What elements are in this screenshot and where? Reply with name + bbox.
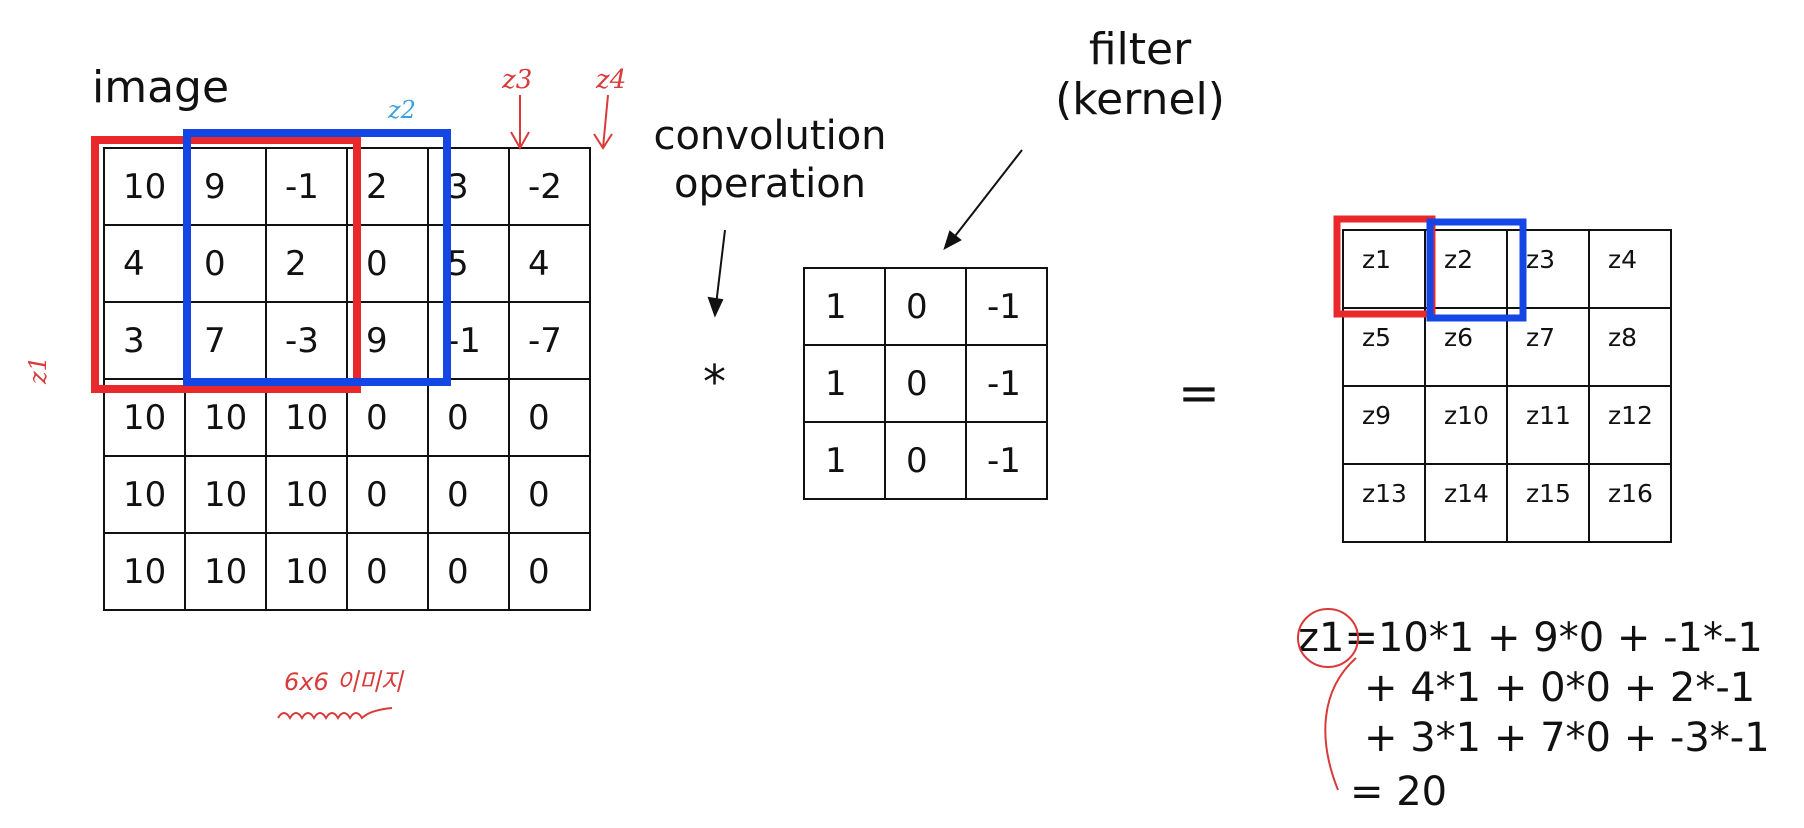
z4-pointer-arrow: [593, 94, 613, 150]
image-cell: -7: [508, 301, 591, 380]
equation-line-3: + 3*1 + 7*0 + -3*-1: [1364, 715, 1770, 761]
output-cell: z13: [1342, 463, 1426, 543]
z3-pointer-arrow: [510, 95, 530, 151]
z1-side-annotation: z1: [24, 356, 52, 385]
output-cell: z11: [1506, 385, 1590, 465]
equation-line-1-terms: =10*1 + 9*0 + -1*-1: [1344, 615, 1763, 661]
image-cell: 0: [427, 455, 510, 534]
output-cell: z14: [1424, 463, 1508, 543]
image-cell: -1: [427, 301, 510, 380]
image-cell: 9: [184, 147, 267, 226]
output-cell: z2: [1424, 229, 1508, 309]
image-cell: 0: [427, 378, 510, 457]
image-cell: 0: [346, 378, 429, 457]
image-cell: -1: [265, 147, 348, 226]
image-cell: 0: [508, 532, 591, 611]
output-cell: z9: [1342, 385, 1426, 465]
z4-annotation: z4: [595, 65, 626, 95]
kernel-cell: -1: [965, 344, 1048, 423]
output-cell: z8: [1588, 307, 1672, 387]
image-cell: 0: [508, 455, 591, 534]
image-cell: 10: [184, 378, 267, 457]
output-cell: z10: [1424, 385, 1508, 465]
image-window-z1-highlight: [91, 136, 361, 393]
image-cell: 10: [265, 532, 348, 611]
z2-annotation: z2: [387, 96, 416, 124]
convolution-label-line1: convolution: [653, 113, 887, 159]
equation-result-variable: z1: [1298, 615, 1345, 661]
image-cell: 5: [427, 224, 510, 303]
output-cell: z5: [1342, 307, 1426, 387]
output-cell: z4: [1588, 229, 1672, 309]
size-note-annotation: 6x6 이미지: [284, 668, 405, 696]
image-cell: 0: [508, 378, 591, 457]
image-cell: 0: [346, 455, 429, 534]
image-cell: -2: [508, 147, 591, 226]
image-window-z2-highlight: [183, 129, 451, 386]
convolution-arrow: [707, 229, 726, 318]
z3-annotation: z3: [501, 65, 532, 95]
output-cell: z1: [1342, 229, 1426, 309]
equation-line-4: = 20: [1350, 769, 1448, 815]
image-cell: 10: [103, 147, 186, 226]
equation-z1-circle: [1297, 608, 1359, 668]
kernel-cell: 1: [803, 344, 886, 423]
image-cell: 0: [427, 532, 510, 611]
equation-line-2: + 4*1 + 0*0 + 2*-1: [1364, 665, 1756, 711]
convolution-operator: *: [703, 355, 726, 409]
image-cell: 0: [346, 532, 429, 611]
kernel-cell: -1: [965, 267, 1048, 346]
image-cell: 2: [265, 224, 348, 303]
image-label: image: [92, 62, 230, 113]
equation-bracket-curve: [1324, 657, 1357, 791]
filter-label: filter (kernel): [1030, 28, 1250, 122]
kernel-cell: 0: [884, 421, 967, 500]
image-cell: 10: [103, 532, 186, 611]
size-note-underline: [277, 707, 393, 720]
output-z1-highlight: [1333, 215, 1436, 318]
kernel-cell: 1: [803, 421, 886, 500]
filter-label-line2: (kernel): [1055, 74, 1225, 125]
kernel-cell: 0: [884, 344, 967, 423]
equals-sign: =: [1178, 364, 1220, 422]
image-cell: 10: [184, 455, 267, 534]
image-cell: 0: [184, 224, 267, 303]
equation-line-1: z1=10*1 + 9*0 + -1*-1: [1298, 614, 1763, 662]
image-cell: 10: [184, 532, 267, 611]
kernel-cell: 0: [884, 267, 967, 346]
image-cell: 10: [103, 455, 186, 534]
filter-label-line1: filter: [1088, 24, 1192, 75]
output-cell: z12: [1588, 385, 1672, 465]
output-cell: z16: [1588, 463, 1672, 543]
convolution-label-line2: operation: [673, 161, 867, 207]
output-cell: z15: [1506, 463, 1590, 543]
convolution-label: convolution operation: [630, 116, 910, 204]
kernel-cell: 1: [803, 267, 886, 346]
image-cell: 4: [508, 224, 591, 303]
filter-arrow: [943, 149, 1023, 251]
kernel-cell: -1: [965, 421, 1048, 500]
image-cell: 3: [427, 147, 510, 226]
output-z2-highlight: [1426, 218, 1527, 322]
image-cell: 10: [265, 455, 348, 534]
